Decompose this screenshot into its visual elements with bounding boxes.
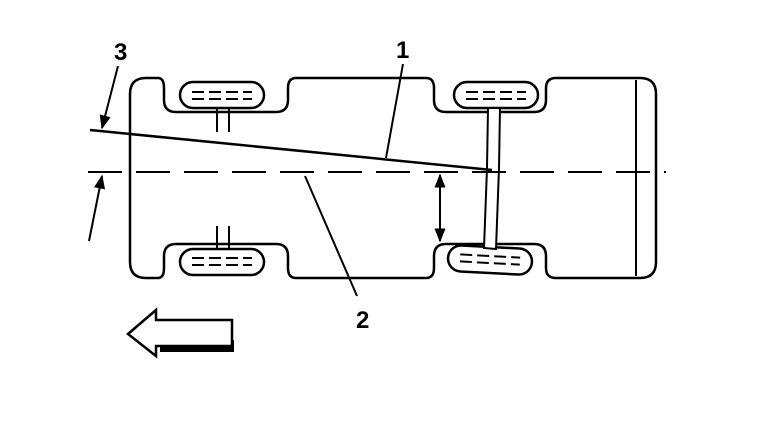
callout-2-leader — [304, 175, 358, 297]
wheel-bottom-left — [178, 247, 266, 277]
wheel-top-right — [452, 80, 540, 110]
direction-of-travel-arrow-icon — [126, 307, 234, 359]
wheel-top-left — [178, 80, 266, 110]
thrust-line — [89, 128, 493, 172]
wheel-bottom-right — [446, 244, 534, 276]
thrust-angle-arrow-upper — [99, 65, 119, 130]
axle-stub-bottom-left — [216, 226, 230, 249]
offset-axle — [482, 107, 502, 251]
thrust-angle-arrow-lower — [88, 174, 106, 242]
axle-stub-top-left — [216, 108, 230, 132]
callout-3: 3 — [114, 39, 127, 66]
callout-1-leader — [385, 63, 404, 159]
callout-2: 2 — [356, 307, 369, 334]
callout-1: 1 — [396, 37, 409, 64]
vehicle-frame-outline — [128, 76, 658, 280]
